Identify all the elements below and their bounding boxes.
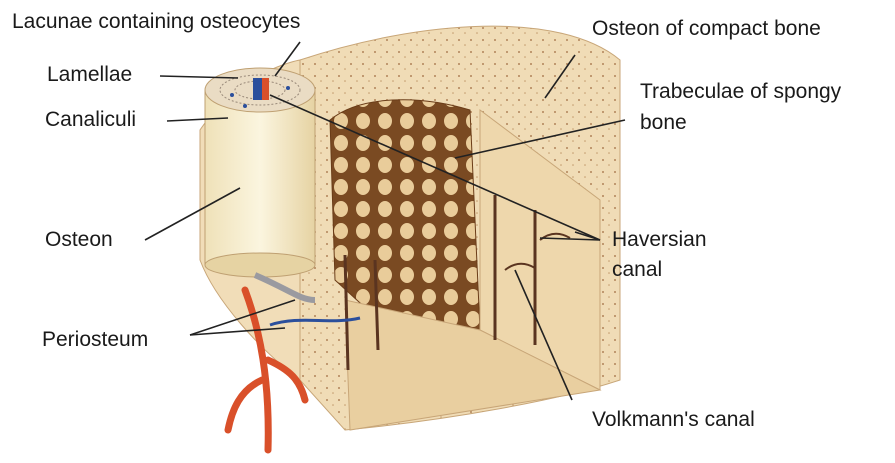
osteon-cylinder [205,68,315,277]
label-osteon-compact: Osteon of compact bone [592,17,821,41]
label-haversian-1: Haversian [612,228,707,252]
label-lacunae: Lacunae containing osteocytes [12,10,300,34]
label-trabeculae-1: Trabeculae of spongy [640,80,841,104]
label-volkmann: Volkmann's canal [592,408,755,432]
label-osteon: Osteon [45,228,113,252]
label-lamellae: Lamellae [47,63,132,87]
label-trabeculae-2: bone [640,111,687,135]
label-periosteum: Periosteum [42,328,148,352]
label-haversian-2: canal [612,258,662,282]
label-canaliculi: Canaliculi [45,108,136,132]
